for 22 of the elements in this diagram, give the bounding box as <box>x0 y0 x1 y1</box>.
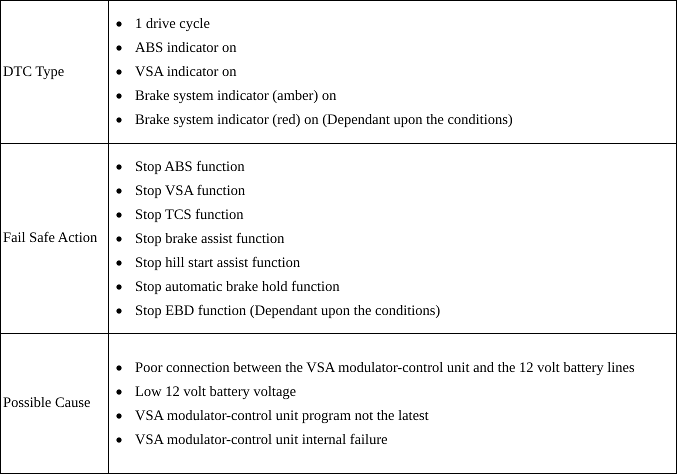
bullet-item: Brake system indicator (red) on (Dependant upon the conditions) <box>135 112 513 128</box>
bullet-item: Low 12 volt battery voltage <box>135 384 296 400</box>
bullet-item: VSA indicator on <box>135 64 236 80</box>
bullet-item: Stop EBD function (Dependant upon the conditions) <box>135 302 440 318</box>
bullet-item: Stop brake assist function <box>135 230 284 246</box>
bullet-item: Stop TCS function <box>135 206 244 222</box>
bullet-item: 1 drive cycle <box>135 16 210 32</box>
row-heading: Fail Safe Action <box>3 230 98 247</box>
bullet-item: VSA modulator-control unit program not the latest <box>135 408 429 424</box>
row-heading: Possible Cause <box>3 395 90 412</box>
header-cell <box>1 334 109 473</box>
bullet-item: Stop automatic brake hold function <box>135 278 340 294</box>
header-cell <box>1 1 109 144</box>
bullet-item: Stop VSA function <box>135 182 246 198</box>
header-cell <box>1 144 109 334</box>
bullet-item: ABS indicator on <box>135 40 236 56</box>
bullet-item: Poor connection between the VSA modulator-control unit and the 12 volt battery lines <box>135 360 635 376</box>
bullet-item: Brake system indicator (amber) on <box>135 88 336 104</box>
bullet-item: VSA modulator-control unit internal failure <box>135 432 388 448</box>
bullet-item: Stop ABS function <box>135 158 245 174</box>
row-heading: DTC Type <box>3 64 64 80</box>
bullet-item: Stop hill start assist function <box>135 254 300 270</box>
